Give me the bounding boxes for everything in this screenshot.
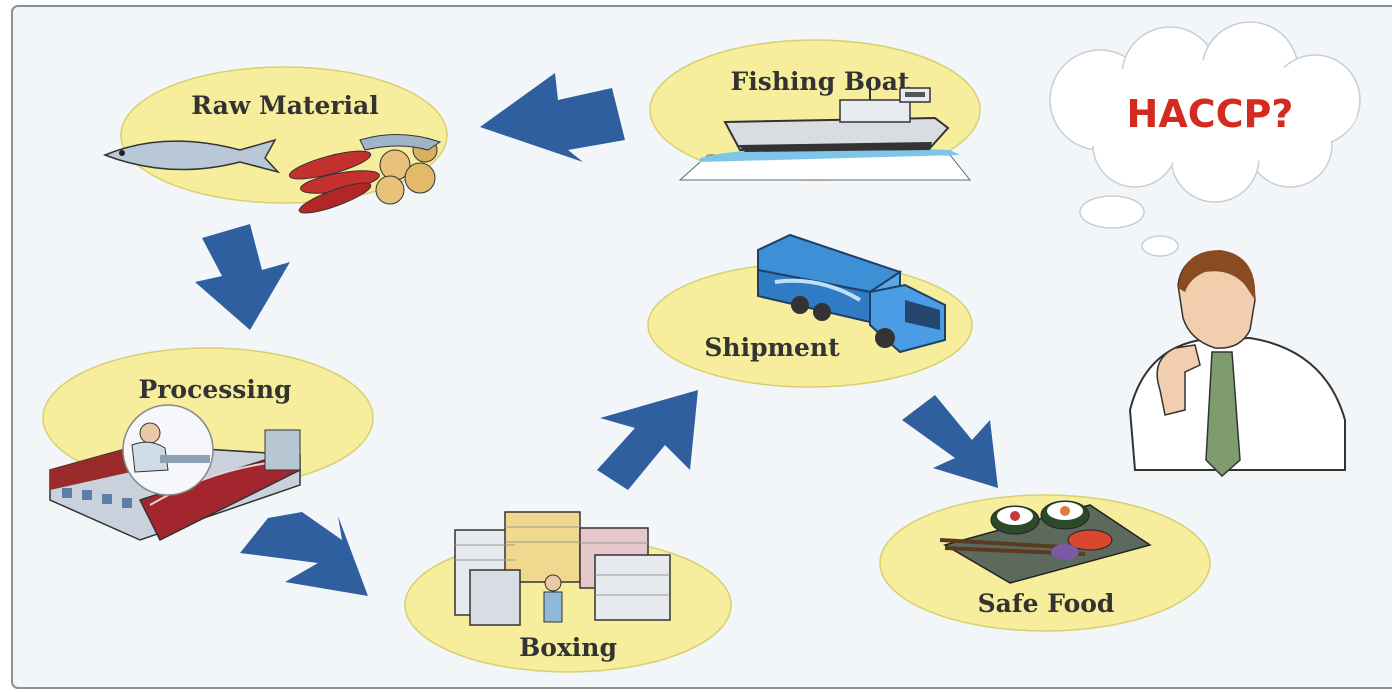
fishing-boat-label: Fishing Boat bbox=[731, 67, 910, 96]
arrow-shipment-to-safe-food bbox=[902, 395, 998, 488]
arrow-processing-to-boxing bbox=[240, 512, 368, 596]
boxing-label: Boxing bbox=[519, 633, 617, 662]
shipment-label: Shipment bbox=[704, 333, 840, 362]
stage-fishing-boat: Fishing Boat bbox=[649, 39, 981, 181]
factory-icon bbox=[49, 404, 302, 542]
processing-label: Processing bbox=[138, 375, 291, 404]
arrow-boxing-to-shipment bbox=[597, 390, 698, 490]
stage-boxing: Boxing bbox=[404, 511, 732, 673]
boat-icon bbox=[678, 78, 972, 181]
sushi-plate-icon bbox=[939, 500, 1152, 584]
thought-cloud: HACCP? bbox=[1049, 21, 1361, 257]
shellfish-icon bbox=[359, 134, 442, 205]
stage-safe-food: Safe Food bbox=[879, 494, 1211, 632]
haccp-question-text: HACCP? bbox=[1127, 92, 1294, 136]
arrow-raw-to-processing bbox=[195, 224, 290, 330]
thinking-man-icon bbox=[1128, 250, 1346, 478]
arrow-boat-to-raw bbox=[480, 73, 625, 162]
boxes-icon bbox=[454, 511, 671, 626]
shrimp-icon bbox=[288, 150, 380, 214]
flow-arrows bbox=[195, 73, 998, 596]
fish-icon bbox=[102, 138, 281, 174]
raw-material-label: Raw Material bbox=[191, 91, 378, 120]
safe-food-label: Safe Food bbox=[978, 589, 1115, 618]
stage-processing: Processing bbox=[42, 347, 374, 542]
stage-raw-material: Raw Material bbox=[102, 66, 448, 214]
truck-icon bbox=[757, 233, 946, 354]
stage-shipment: Shipment bbox=[647, 233, 973, 388]
